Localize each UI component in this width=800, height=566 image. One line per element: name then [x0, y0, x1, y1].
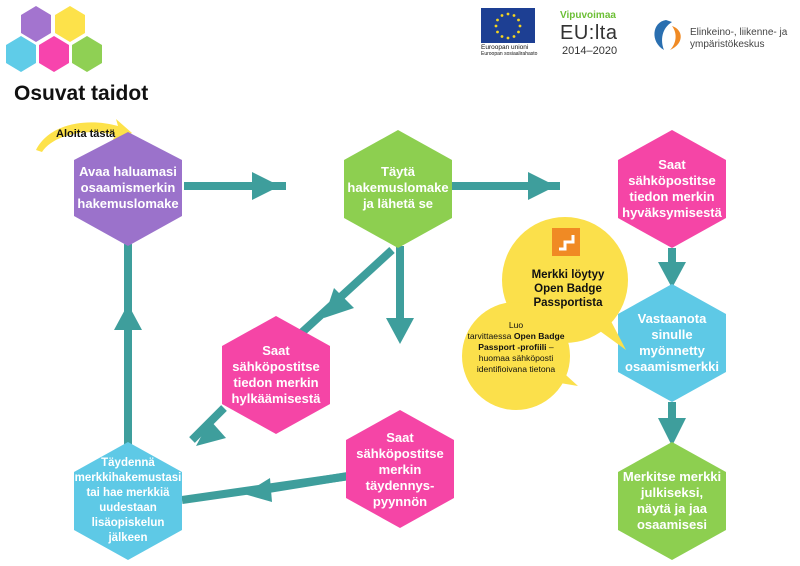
node-approved-label: Saat sähköpostitse tiedon merkin hyväksy… [622, 157, 722, 220]
node-approved-shape [618, 130, 726, 248]
node-receive-label: Vastaanota sinulle myönnetty osaamismerk… [625, 311, 719, 374]
node-share-label: Merkitse merkki julkiseksi, näytä ja jaa… [622, 469, 722, 532]
brand-logo-icon [6, 6, 102, 72]
arrowheads [114, 172, 686, 502]
speech-bubbles [462, 217, 628, 410]
node-open-label: Avaa haluamasi osaamismerkin hakemusloma… [77, 164, 179, 211]
nodes [74, 130, 726, 560]
node-supplement-shape [346, 410, 454, 528]
eu-flag-caption: Euroopan unioni Euroopan sosiaalirahasto [481, 44, 537, 58]
eu-flag-icon [481, 8, 535, 43]
node-complete-label: Täydennä merkkihakemustasi tai hae merkk… [74, 457, 182, 544]
node-receive-shape [618, 284, 726, 402]
eu-caption-line: Euroopan unioni [481, 44, 529, 51]
start-arrow-icon [36, 119, 132, 152]
vipuvoimaa-title: Vipuvoimaa [560, 10, 616, 21]
node-rejected-label: Saat sähköpostitse tiedon merkin hylkääm… [231, 343, 321, 406]
eu-subcaption-line: Euroopan sosiaalirahasto [481, 51, 538, 57]
vipuvoimaa-eu: EU:lta [560, 22, 618, 44]
start-label: Aloita tästä [56, 128, 116, 140]
vipuvoimaa-years: 2014–2020 [562, 45, 618, 57]
bubble-small [462, 302, 570, 410]
node-rejected-shape [222, 316, 330, 434]
bubble-title: Merkki löytyy Open Badge Passportista [531, 269, 605, 309]
ely-logo-icon [654, 20, 681, 50]
bubble-small-bold: Open Badge Passport -profiili [478, 331, 565, 352]
open-badge-passport-icon [552, 228, 580, 256]
node-supplement-label: Saat sähköpostitse merkin täydennys- pyy… [356, 430, 444, 509]
node-share-shape [618, 442, 726, 560]
node-fill-shape [344, 130, 452, 248]
node-complete-shape [74, 442, 182, 560]
bubble-small-after: – huomaa sähköposti identifioivana tieto… [476, 342, 556, 374]
bubble-small-text: Luo tarvittaessa Open Badge Passport -pr… [462, 320, 570, 375]
ely-name: Elinkeino-, liikenne- ja ympäristökeskus [690, 27, 788, 50]
node-fill-label: Täytä hakemuslomake ja lähetä se [347, 164, 449, 211]
arrow-fill-to-rejected [295, 247, 395, 339]
node-open-shape [74, 132, 182, 246]
brand-name: Osuvat taidot [14, 82, 149, 105]
bubble-small-before: Luo tarvittaessa [467, 320, 524, 341]
